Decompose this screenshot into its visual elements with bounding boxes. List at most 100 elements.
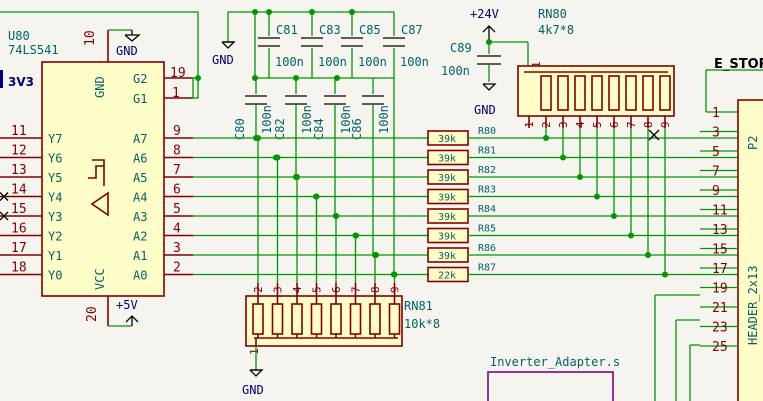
- resistor-value: 39k: [438, 251, 456, 262]
- resistor-ref: R87: [478, 263, 496, 274]
- u80-value: 74LS541: [8, 43, 59, 57]
- net-3v3: 3V3: [8, 75, 34, 89]
- u80-left-pin-num: 14: [11, 183, 27, 198]
- rn81-pin1: 1: [248, 348, 261, 355]
- sheet-name: Inverter_Adapter.s: [490, 355, 620, 369]
- rn81-pin-num: 9: [389, 286, 402, 293]
- c89-ref: C89: [450, 41, 472, 55]
- u80-left-pin-num: 11: [11, 124, 27, 139]
- p2-pin-num: 15: [712, 243, 728, 258]
- resistor-column[interactable]: 39kR8039kR8139kR8239kR8339kR8439kR8539kR…: [427, 126, 738, 283]
- p2-pin-num: 3: [712, 126, 720, 141]
- u80-right-pin-num: 2: [173, 261, 181, 276]
- u80-buffer[interactable]: U80 74LS541 10 GND GND 20 +5V VCC 3V3 G2…: [0, 11, 201, 327]
- u80-vcc-label: +5V: [116, 298, 138, 312]
- u80-left-pin-name: Y0: [48, 269, 62, 283]
- u80-left-pin-num: 18: [11, 261, 27, 276]
- u80-left-pin-name: Y5: [48, 171, 62, 185]
- u80-g2-name: G2: [133, 72, 147, 86]
- u80-right-pin-name: A4: [133, 191, 147, 205]
- u80-right-pin-num: 5: [173, 202, 181, 217]
- p2-ref: P2: [746, 136, 760, 150]
- rn81-pin-num: 5: [311, 286, 324, 293]
- p2-pin-num: 11: [712, 204, 728, 219]
- resistor-value: 39k: [438, 193, 456, 204]
- u80-right-pin-name: A7: [133, 132, 147, 146]
- resistor-ref: R83: [478, 185, 496, 196]
- cap-bottom-ref: C86: [350, 118, 364, 140]
- rn80-pin-num: 2: [540, 121, 553, 128]
- u80-right-pin-name: A5: [133, 171, 147, 185]
- rn80-pin-num: 8: [642, 121, 655, 128]
- u80-left-pin-num: 16: [11, 222, 27, 237]
- u80-left-pin-name: Y6: [48, 152, 62, 166]
- p2-pin-num: 23: [712, 321, 728, 336]
- cap-bottom-value: 100n: [377, 105, 391, 134]
- rn80-pin-num: 3: [557, 121, 570, 128]
- caps-gnd-label: GND: [212, 53, 234, 67]
- rn81-pin-num: 8: [369, 286, 382, 293]
- resistor-ref: R86: [478, 243, 496, 254]
- net-3v3-flag: [0, 70, 3, 88]
- c89-cap[interactable]: +24V GND C89 100n: [441, 7, 529, 117]
- p2-pin-num: 21: [712, 301, 728, 316]
- u80-right-pin-num: 9: [173, 124, 181, 139]
- p2-body: [737, 99, 763, 401]
- p2-net-label: E_STOP: [714, 57, 763, 72]
- rn80-pin1: 1: [530, 61, 543, 68]
- rn81-pin-num: 6: [330, 286, 343, 293]
- resistor-value: 39k: [438, 134, 456, 145]
- p2-value: HEADER_2x13: [746, 266, 760, 345]
- rn80-pin-num: 1: [523, 121, 536, 128]
- sheet-box: [487, 371, 614, 401]
- u80-g2-num: 19: [170, 66, 186, 81]
- u80-pin10: 10: [83, 30, 98, 46]
- resistor-ref: R85: [478, 224, 496, 235]
- u80-right-pin-name: A3: [133, 210, 147, 224]
- cap-top-ref: C83: [319, 23, 341, 37]
- u80-ref: U80: [8, 29, 30, 43]
- c89-supply: +24V: [470, 7, 499, 21]
- u80-right-pin-name: A6: [133, 152, 147, 166]
- cap-top-value: 100n: [275, 55, 304, 69]
- u80-right-pin-num: 3: [173, 241, 181, 256]
- resistor-ref: R80: [478, 126, 496, 137]
- resistor-value: 39k: [438, 212, 456, 223]
- rn80-pin-num: 6: [608, 121, 621, 128]
- u80-right-pin-name: A0: [133, 269, 147, 283]
- u80-left-pin-name: Y3: [48, 210, 62, 224]
- resistor-value: 39k: [438, 232, 456, 243]
- cap-top-value: 100n: [318, 55, 347, 69]
- cap-top-ref: C87: [401, 23, 423, 37]
- cap-bottom-ref: C82: [273, 118, 287, 140]
- cap-top-ref: C81: [276, 23, 298, 37]
- u80-right-pin-num: 6: [173, 183, 181, 198]
- rn81-gnd: GND: [242, 383, 264, 397]
- p2-pin-num: 5: [712, 145, 720, 160]
- rn80-ref: RN80: [538, 7, 567, 21]
- cap-top-value: 100n: [400, 55, 429, 69]
- u80-left-pin-num: 13: [11, 163, 27, 178]
- u80-right-pin-name: A2: [133, 230, 147, 244]
- rn81-ref: RN81: [404, 299, 433, 313]
- cap-top-value: 100n: [358, 55, 387, 69]
- u80-left-pin-num: 15: [11, 202, 27, 217]
- resistor-value: 22k: [438, 271, 456, 282]
- p2-pin-num: 19: [712, 282, 728, 297]
- u80-g1-name: G1: [133, 92, 147, 106]
- sheet-inverter-adapter[interactable]: Inverter_Adapter.s: [487, 355, 620, 401]
- u80-left-pin-num: 12: [11, 144, 27, 159]
- p2-pin-num: 9: [712, 184, 720, 199]
- u80-right-pin-num: 7: [173, 163, 181, 178]
- cap-bottom-value: 100n: [339, 105, 353, 134]
- p2-pin-num: 7: [712, 165, 720, 180]
- cap-bottom-ref: C84: [312, 118, 326, 140]
- rn80-value: 4k7*8: [538, 23, 574, 37]
